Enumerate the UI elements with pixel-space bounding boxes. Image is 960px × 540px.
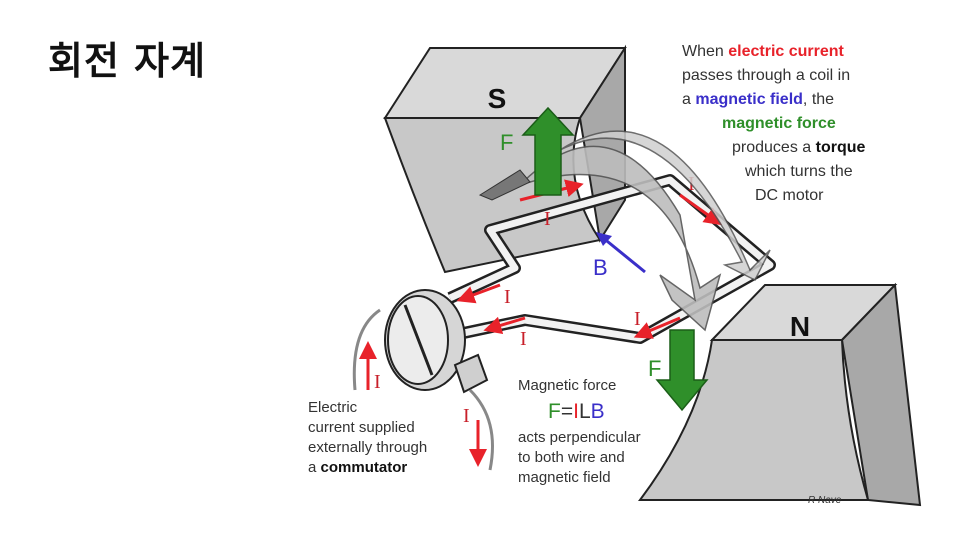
current-label-1: I [544, 208, 551, 230]
current-label-6: I [374, 371, 381, 393]
caption-top-line1a: When [682, 43, 728, 60]
credit: R Nave [808, 495, 842, 506]
south-pole-label: S [488, 83, 507, 114]
field-label: B [593, 255, 608, 280]
caption-bottom: Magnetic force F=ILB acts perpendicular … [518, 377, 641, 486]
force-label-top: F [500, 130, 513, 155]
north-pole-label: N [790, 311, 810, 342]
current-label-5: I [634, 308, 641, 330]
caption-top-line7: DC motor [755, 187, 824, 204]
caption-top-line1b: electric current [728, 43, 844, 60]
current-arrows [456, 179, 723, 339]
svg-text:produces a torque: produces a torque [732, 139, 865, 156]
formula-f: F [548, 400, 561, 423]
caption-left-line2: current supplied [308, 419, 415, 436]
caption-left-line4a: a [308, 459, 321, 476]
field-arrow: B [593, 232, 646, 280]
current-label-7: I [463, 405, 470, 427]
torque-arrows [478, 130, 771, 332]
caption-top-line3b: magnetic field [695, 91, 803, 108]
caption-bottom-line3: acts perpendicular [518, 429, 641, 446]
formula-l: L [579, 400, 591, 423]
caption-top-line4: magnetic force [722, 115, 836, 132]
formula: F=ILB [548, 400, 605, 423]
slide-title: 회전 자계 [48, 39, 207, 83]
caption-bottom-line1: Magnetic force [518, 377, 616, 394]
caption-left: Electric current supplied externally thr… [308, 399, 427, 476]
caption-left-line3: externally through [308, 439, 427, 456]
commutator [352, 289, 494, 471]
caption-top-line3c: , the [803, 91, 834, 108]
formula-i: I [573, 400, 579, 423]
caption-bottom-line5: magnetic field [518, 469, 611, 486]
caption-left-line1: Electric [308, 399, 358, 416]
north-magnet: N [638, 282, 922, 507]
external-current-arrows [359, 341, 487, 467]
force-arrows: F F [500, 106, 709, 412]
caption-top-line5b: torque [816, 139, 866, 156]
caption-bottom-line4: to both wire and [518, 449, 625, 466]
caption-top-line6: which turns the [744, 163, 853, 180]
current-label-3: I [504, 286, 511, 308]
caption-left-line4b: commutator [321, 459, 408, 476]
caption-top-line2: passes through a coil in [682, 67, 850, 84]
caption-top-line5a: produces a [732, 139, 816, 156]
svg-text:When electric current: When electric current [682, 43, 845, 60]
svg-text:a magnetic field, the: a magnetic field, the [682, 91, 834, 108]
caption-top: When electric current passes through a c… [682, 43, 865, 204]
force-label-bottom: F [648, 356, 661, 381]
caption-top-line3a: a [682, 91, 695, 108]
formula-eq: = [561, 400, 573, 423]
current-label-4: I [520, 328, 527, 350]
svg-text:a commutator: a commutator [308, 459, 407, 476]
formula-b: B [591, 400, 605, 423]
